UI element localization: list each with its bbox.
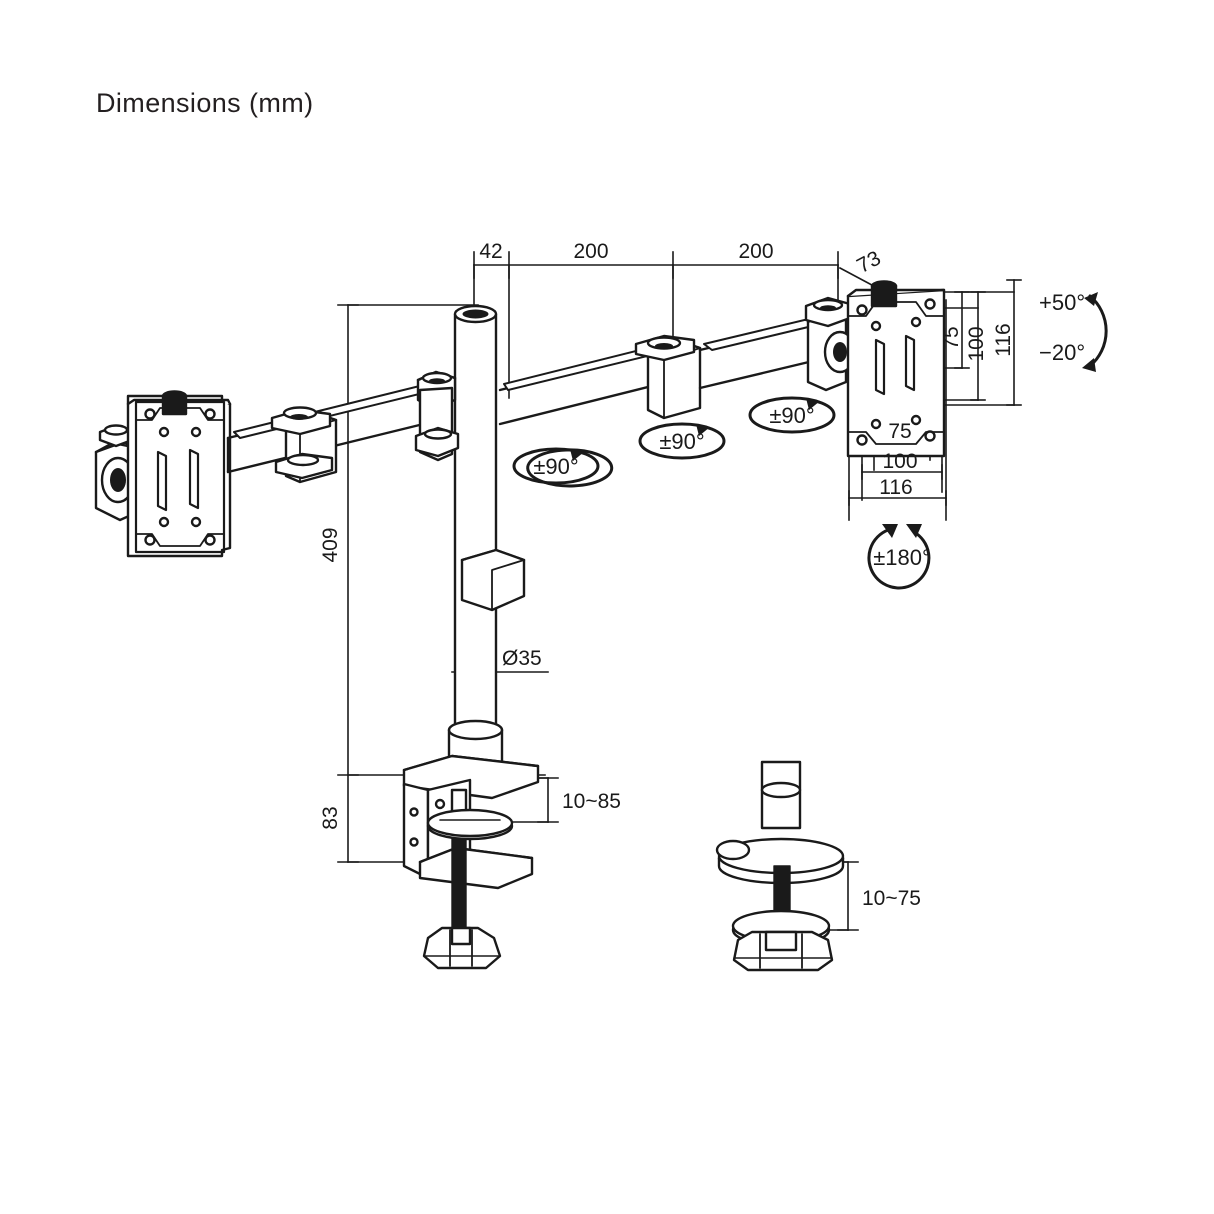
product-illustration — [94, 280, 946, 972]
rotation-label-right: ±90° — [769, 403, 814, 428]
left-vesa-hole-inner-tr — [190, 426, 202, 438]
left-vesa-plate-assembly — [94, 390, 232, 558]
dim-label-vesa-h-116: 116 — [879, 476, 912, 499]
dim-label-73: 73 — [853, 247, 884, 278]
left-vesa-hole-br — [204, 534, 216, 546]
clamp-washer — [426, 808, 514, 841]
clamp-butterfly-handle — [422, 926, 502, 970]
c-clamp-assembly — [402, 754, 540, 970]
left-vesa-hole-bl — [144, 534, 156, 546]
right-vesa-hole-bl — [856, 434, 868, 446]
dim-label-409: 409 — [319, 527, 342, 562]
rotation-label-swivel: ±180° — [873, 545, 931, 570]
dim-label-200-a: 200 — [573, 240, 608, 263]
pole-upper-bracket — [414, 386, 460, 462]
right-vesa-slot-b — [904, 334, 916, 392]
dim-label-dia35: Ø35 — [502, 647, 542, 670]
left-arm-joint-outer — [270, 406, 338, 484]
pole-cable-clip — [460, 548, 526, 612]
right-arm-mid-joint — [634, 334, 702, 420]
dim-label-vesa-h-100: 100 — [882, 450, 917, 473]
right-vesa-hole-inner-tr — [910, 316, 922, 328]
left-plate-knob — [161, 390, 188, 416]
motion-labels: ±90° ±90° ±90° ±180° +50° −20° — [533, 290, 1085, 570]
left-vesa-hole-inner-bl — [158, 516, 170, 528]
right-plate-knob — [870, 280, 898, 308]
tilt-arc — [1082, 292, 1108, 372]
rotation-arrow-left — [512, 447, 614, 488]
left-vesa-slot-a — [156, 450, 168, 512]
dim-label-10-75: 10~75 — [862, 887, 921, 910]
dim-label-42: 42 — [479, 240, 502, 263]
center-pole-assembly — [414, 304, 526, 772]
right-vesa-hole-inner-tl — [870, 320, 882, 332]
tilt-label-up: +50° — [1039, 290, 1085, 315]
right-arm — [498, 296, 857, 426]
right-vesa-hole-inner-bl — [870, 418, 882, 430]
right-arm-seg1-bot — [498, 380, 670, 426]
left-vesa-hole-tl — [144, 408, 156, 420]
left-arm-lower-edge — [226, 416, 450, 474]
dim-label-200-b: 200 — [738, 240, 773, 263]
grommet-mount-assembly — [715, 760, 845, 972]
tilt-label-down: −20° — [1039, 340, 1085, 365]
dim-label-vesa-v-100: 100 — [965, 326, 988, 361]
left-vesa-plate-face — [134, 400, 226, 554]
rotation-label-mid: ±90° — [659, 429, 704, 454]
right-arm-end-joint — [804, 296, 857, 392]
clamp-hole-3 — [409, 807, 419, 817]
right-vesa-plate-assembly — [846, 280, 946, 458]
center-pole — [453, 312, 498, 764]
right-vesa-hole-br — [924, 430, 936, 442]
rotation-arrow-mid — [638, 422, 726, 460]
right-vesa-hole-tr — [924, 298, 936, 310]
rotation-arrow-swivel — [867, 524, 931, 590]
right-vesa-slot-a — [874, 338, 886, 396]
dim-label-vesa-v-75: 75 — [940, 326, 963, 349]
left-vesa-slot-b — [188, 448, 200, 510]
left-vesa-hole-tr — [204, 408, 216, 420]
rotation-arrow-right — [748, 396, 836, 434]
page-title: Dimensions (mm) — [96, 88, 314, 118]
dimension-labels: 42 200 200 73 409 83 Ø35 10~85 10~75 75 … — [319, 240, 1015, 910]
dim-label-10-85: 10~85 — [562, 790, 621, 813]
left-vesa-hole-inner-br — [190, 516, 202, 528]
right-vesa-hole-inner-br — [910, 414, 922, 426]
dim-label-vesa-h-75: 75 — [888, 420, 911, 443]
dim-label-83: 83 — [319, 806, 342, 829]
clamp-hole-1 — [434, 798, 446, 810]
rotation-label-left: ±90° — [533, 454, 578, 479]
clamp-hole-4 — [409, 837, 419, 847]
grommet-butterfly-handle — [732, 930, 834, 972]
left-vesa-hole-inner-tl — [158, 426, 170, 438]
motion-annotations — [512, 292, 1108, 590]
dim-label-vesa-v-116: 116 — [992, 323, 1015, 356]
right-vesa-hole-tl — [856, 304, 868, 316]
